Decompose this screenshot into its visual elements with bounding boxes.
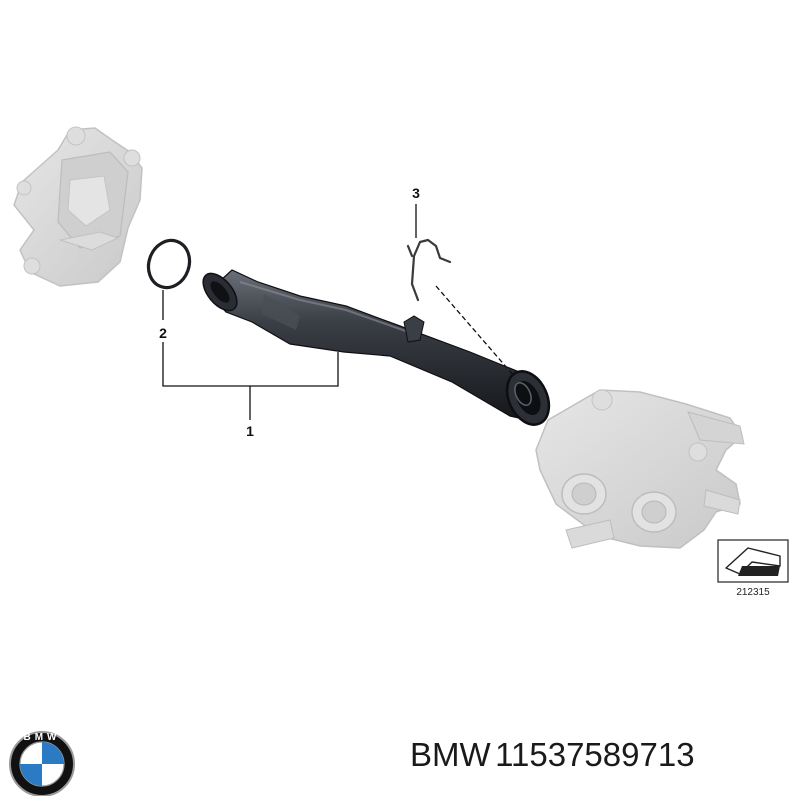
diagram-reference-box (717, 539, 789, 583)
part-caption: BMW 11537589713 (410, 736, 790, 792)
water-pump-housing (13, 126, 143, 287)
logo-lettering: BMW (24, 732, 61, 743)
callout-part-3: 3 (412, 185, 420, 201)
spring-clip (406, 238, 452, 302)
o-ring-seal (146, 238, 192, 290)
part-number: 11537589713 (495, 736, 695, 773)
diagram-reference-code: 212315 (736, 587, 770, 598)
leader-lines (162, 204, 515, 420)
coolant-pipe (202, 269, 551, 426)
callout-part-1: 1 (246, 423, 254, 439)
brand-name: BMW (410, 736, 491, 773)
bmw-logo: BMW (9, 731, 75, 796)
callout-part-2: 2 (159, 325, 167, 341)
thermostat-housing (535, 389, 745, 549)
